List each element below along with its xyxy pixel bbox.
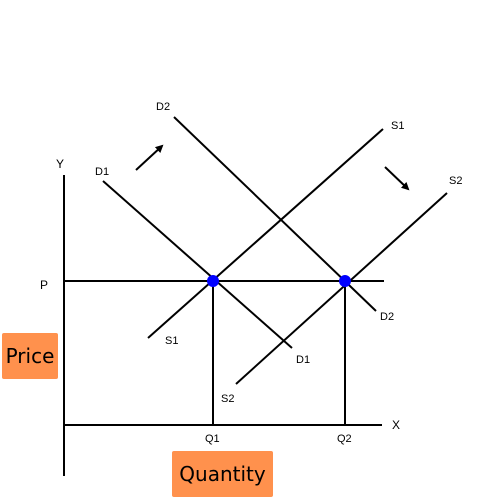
s2-top-label: S2	[449, 175, 462, 187]
x-axis-label: X	[392, 418, 400, 432]
q1-label: Q1	[205, 433, 220, 445]
d2-bottom-label: D2	[380, 311, 394, 323]
supply-curve-s2	[235, 192, 448, 385]
demand-curve-d1	[102, 180, 293, 349]
equilibrium-point-1	[207, 275, 219, 287]
price-level-label: P	[40, 278, 48, 292]
s1-bottom-label: S1	[165, 335, 178, 347]
equilibrium-point-2	[339, 275, 351, 287]
demand-shift-arrow	[135, 144, 164, 171]
supply-shift-arrow	[384, 166, 410, 191]
s1-top-label: S1	[391, 120, 404, 132]
s2-bottom-label: S2	[221, 393, 234, 405]
quantity-tag: Quantity	[172, 451, 273, 497]
price-tag: Price	[2, 333, 58, 379]
supply-curve-s1	[147, 128, 384, 339]
y-axis-label: Y	[56, 157, 64, 171]
d2-top-label: D2	[156, 101, 170, 113]
d1-top-label: D1	[95, 166, 109, 178]
q2-label: Q2	[337, 433, 352, 445]
d1-bottom-label: D1	[296, 354, 310, 366]
